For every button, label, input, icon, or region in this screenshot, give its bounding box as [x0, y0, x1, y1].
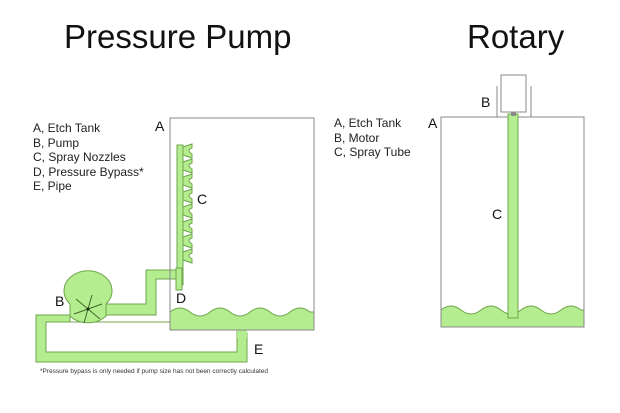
pressure-bypass	[175, 267, 183, 291]
rotary-title: Rotary	[467, 18, 565, 55]
pressure-pump-legend: A, Etch Tank B, Pump C, Spray Nozzles D,…	[33, 121, 144, 194]
label-d-left: D	[176, 290, 187, 306]
legend-item: A, Etch Tank	[33, 121, 101, 135]
spray-nozzle	[182, 188, 193, 204]
label-e-left: E	[254, 341, 264, 357]
label-a-right: A	[428, 115, 438, 131]
spray-tube	[507, 113, 519, 319]
legend-item: B, Motor	[334, 130, 380, 145]
pressure-pump-title: Pressure Pump	[64, 18, 292, 55]
spray-nozzle	[182, 173, 193, 189]
spray-nozzle	[182, 248, 193, 264]
label-a-left: A	[155, 118, 165, 134]
etch-tank-left	[169, 117, 315, 331]
label-b-right: B	[481, 94, 491, 110]
label-c-right: C	[492, 206, 503, 222]
spray-nozzle	[182, 233, 193, 249]
legend-item: C, Spray Tube	[334, 145, 411, 159]
footnote: *Pressure bypass is only needed if pump …	[40, 368, 268, 375]
pump-riser-pipe	[104, 269, 177, 316]
spray-nozzle	[182, 143, 193, 159]
legend-item: D, Pressure Bypass*	[33, 164, 144, 179]
legend-item: B, Pump	[33, 135, 80, 150]
rotary-legend: A, Etch Tank B, Motor C, Spray Tube	[334, 116, 411, 160]
pump	[63, 270, 113, 324]
spray-nozzles	[176, 143, 193, 286]
label-c-left: C	[197, 191, 208, 207]
spray-nozzle	[182, 203, 193, 219]
legend-item: C, Spray Nozzles	[33, 150, 126, 164]
spray-nozzle	[182, 158, 193, 174]
legend-item: E, Pipe	[33, 179, 72, 193]
spray-nozzle	[182, 218, 193, 234]
motor	[496, 74, 532, 117]
legend-item: A, Etch Tank	[334, 116, 402, 130]
pipe-e	[35, 314, 248, 363]
label-b-left: B	[55, 293, 65, 309]
